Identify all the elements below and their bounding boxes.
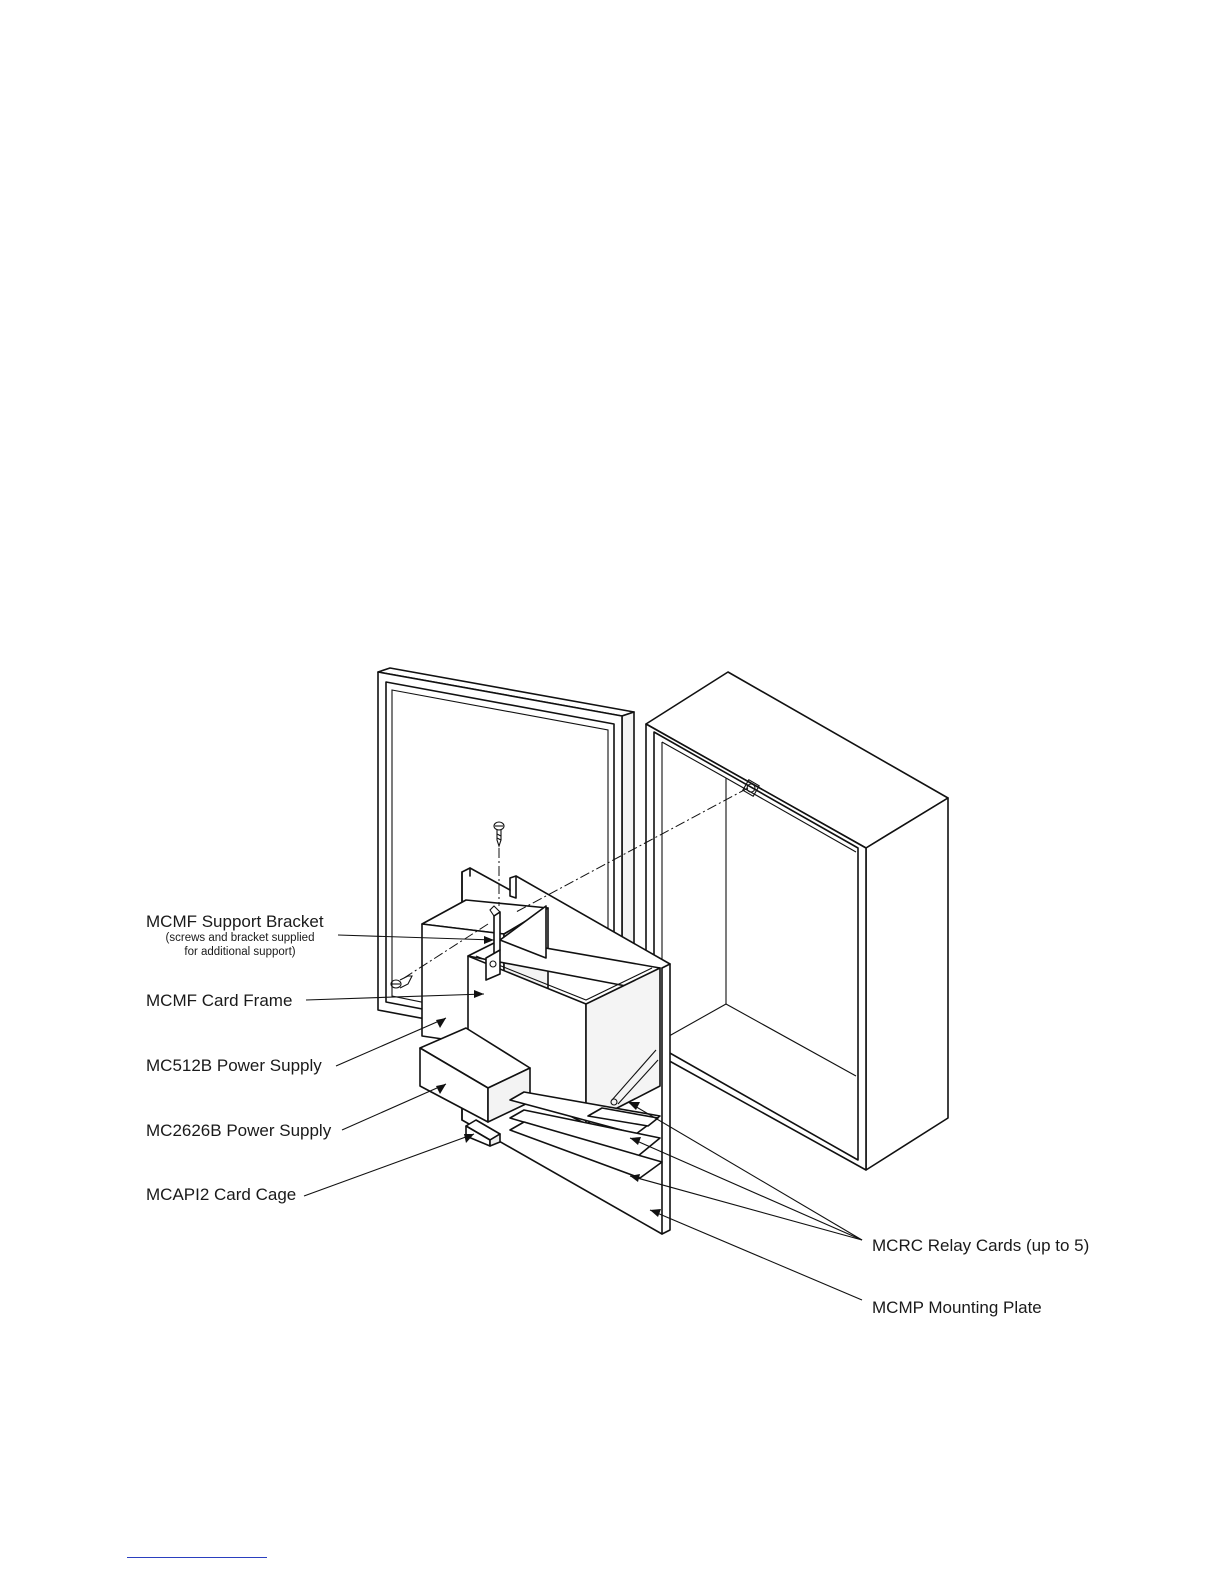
label-mc512b-power-supply: MC512B Power Supply (146, 1056, 322, 1076)
label-mcmf-support-bracket: MCMF Support Bracket (146, 912, 324, 932)
label-mcapi2-card-cage: MCAPI2 Card Cage (146, 1185, 296, 1205)
label-support-bracket-note-2: for additional support) (146, 946, 334, 958)
label-mcmp-mounting-plate: MCMP Mounting Plate (872, 1298, 1042, 1318)
label-mcrc-relay-cards: MCRC Relay Cards (up to 5) (872, 1236, 1089, 1256)
label-mcmf-card-frame: MCMF Card Frame (146, 991, 292, 1011)
enclosure-box (646, 672, 948, 1170)
label-mc2626b-power-supply: MC2626B Power Supply (146, 1121, 331, 1141)
label-support-bracket-note-1: (screws and bracket supplied (146, 932, 334, 944)
footer-rule (127, 1557, 267, 1558)
